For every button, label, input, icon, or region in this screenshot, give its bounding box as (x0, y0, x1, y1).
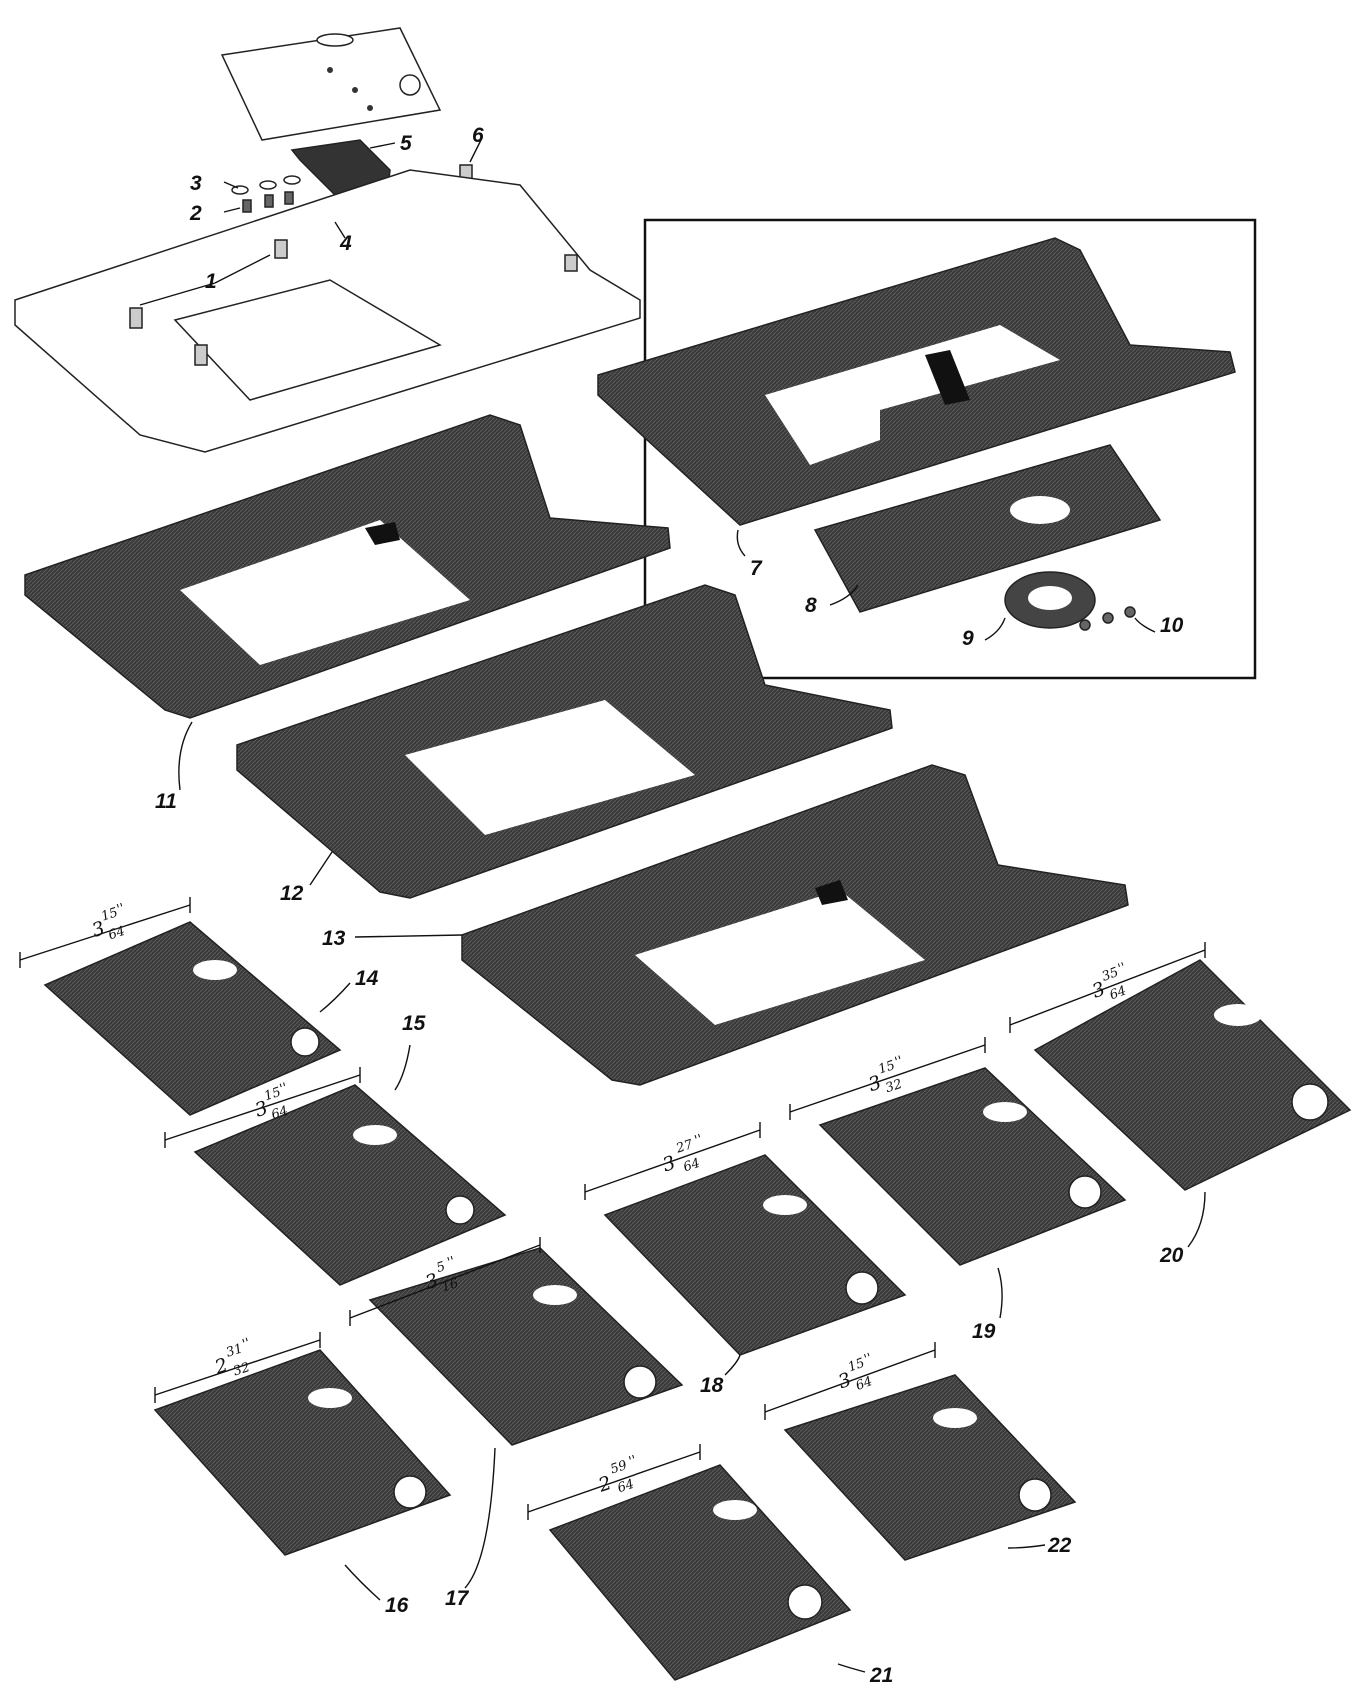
callout-9: 9 (962, 627, 974, 650)
dim-18-den: 64 (682, 1156, 702, 1175)
callout-6: 6 (472, 124, 484, 147)
throat-plate-14 (43, 921, 342, 1116)
dim-22-mark: '' (862, 1351, 874, 1368)
throat-plate-21 (548, 1464, 852, 1681)
exploded-bed-plate-assembly (14, 27, 641, 453)
dim-17-mark: '' (446, 1254, 457, 1270)
dimension-lines (19, 897, 1206, 1520)
throat-plate-22 (783, 1374, 1077, 1561)
dim-17-num: 5 (435, 1259, 448, 1276)
dim-19-mark: '' (893, 1054, 904, 1070)
callout-21: 21 (869, 1664, 893, 1687)
dim-20-mark: '' (1116, 960, 1128, 977)
dim-16-den: 32 (232, 1360, 252, 1379)
dim-14-mark: '' (115, 901, 126, 917)
callout-16: 16 (385, 1594, 409, 1617)
dim-21-den: 64 (616, 1477, 636, 1496)
screws-10 (1079, 606, 1136, 631)
plate-7 (597, 237, 1236, 526)
top-leader-lines (139, 137, 483, 306)
callout-7: 7 (750, 557, 763, 580)
inset-frame (643, 218, 1257, 680)
throat-plate-18 (603, 1154, 907, 1356)
callout-5: 5 (400, 132, 412, 155)
dim-21-whole: 2 (595, 1472, 614, 1497)
callout-labels: 1 2 3 4 5 6 7 8 9 10 11 12 13 14 15 16 1… (155, 124, 1184, 1687)
throat-plate-19 (818, 1067, 1127, 1266)
callout-14: 14 (355, 967, 379, 990)
callout-18: 18 (700, 1374, 724, 1397)
plate-8 (813, 444, 1162, 613)
throat-plate-17 (368, 1247, 684, 1446)
dim-15-num: 15 (262, 1085, 282, 1104)
dim-19-num: 15 (877, 1058, 897, 1077)
callout-3: 3 (190, 172, 202, 195)
dim-16-num: 31 (224, 1341, 244, 1360)
throat-plate-16 (153, 1349, 452, 1556)
callout-10: 10 (1160, 614, 1184, 637)
dimension-labels: 3 15 64 '' 3 15 64 '' 2 31 32 '' 3 5 16 … (89, 901, 1129, 1497)
dim-18-mark: '' (693, 1132, 704, 1148)
callout-1: 1 (205, 270, 217, 293)
callout-2: 2 (189, 202, 202, 225)
dim-16-whole: 2 (211, 1354, 230, 1379)
dim-17-den: 16 (440, 1276, 460, 1295)
dim-21-mark: '' (627, 1453, 638, 1469)
dim-14-den: 64 (107, 924, 127, 943)
dim-22-num: 15 (846, 1356, 867, 1376)
dim-18-num: 27 (674, 1137, 696, 1157)
dim-22-den: 64 (854, 1374, 875, 1394)
plate-11 (24, 414, 671, 719)
callout-leaders (178, 529, 1206, 1673)
callout-12: 12 (280, 882, 304, 905)
callout-11: 11 (155, 790, 177, 813)
callout-20: 20 (1159, 1244, 1184, 1267)
callout-8: 8 (805, 594, 817, 617)
callout-17: 17 (445, 1587, 470, 1610)
dim-19-den: 32 (884, 1077, 904, 1096)
dim-21-num: 59 (609, 1458, 629, 1477)
throat-plate-15 (193, 1084, 507, 1286)
callout-22: 22 (1047, 1534, 1072, 1557)
throat-plate-20 (1033, 959, 1352, 1191)
dim-20-num: 35 (1100, 965, 1121, 985)
dim-20-den: 64 (1108, 983, 1129, 1003)
plate-12 (236, 584, 893, 899)
dim-18-whole: 3 (660, 1152, 678, 1177)
callout-15: 15 (402, 1012, 426, 1035)
callout-13: 13 (322, 927, 346, 950)
dim-15-mark: '' (278, 1081, 289, 1097)
bobbin-plate-9 (1004, 571, 1096, 629)
plate-13 (461, 764, 1129, 1086)
callout-19: 19 (972, 1320, 996, 1343)
dim-15-den: 64 (270, 1104, 290, 1123)
dim-14-num: 15 (100, 905, 120, 924)
dim-16-mark: '' (241, 1336, 252, 1352)
callout-4: 4 (339, 232, 352, 255)
